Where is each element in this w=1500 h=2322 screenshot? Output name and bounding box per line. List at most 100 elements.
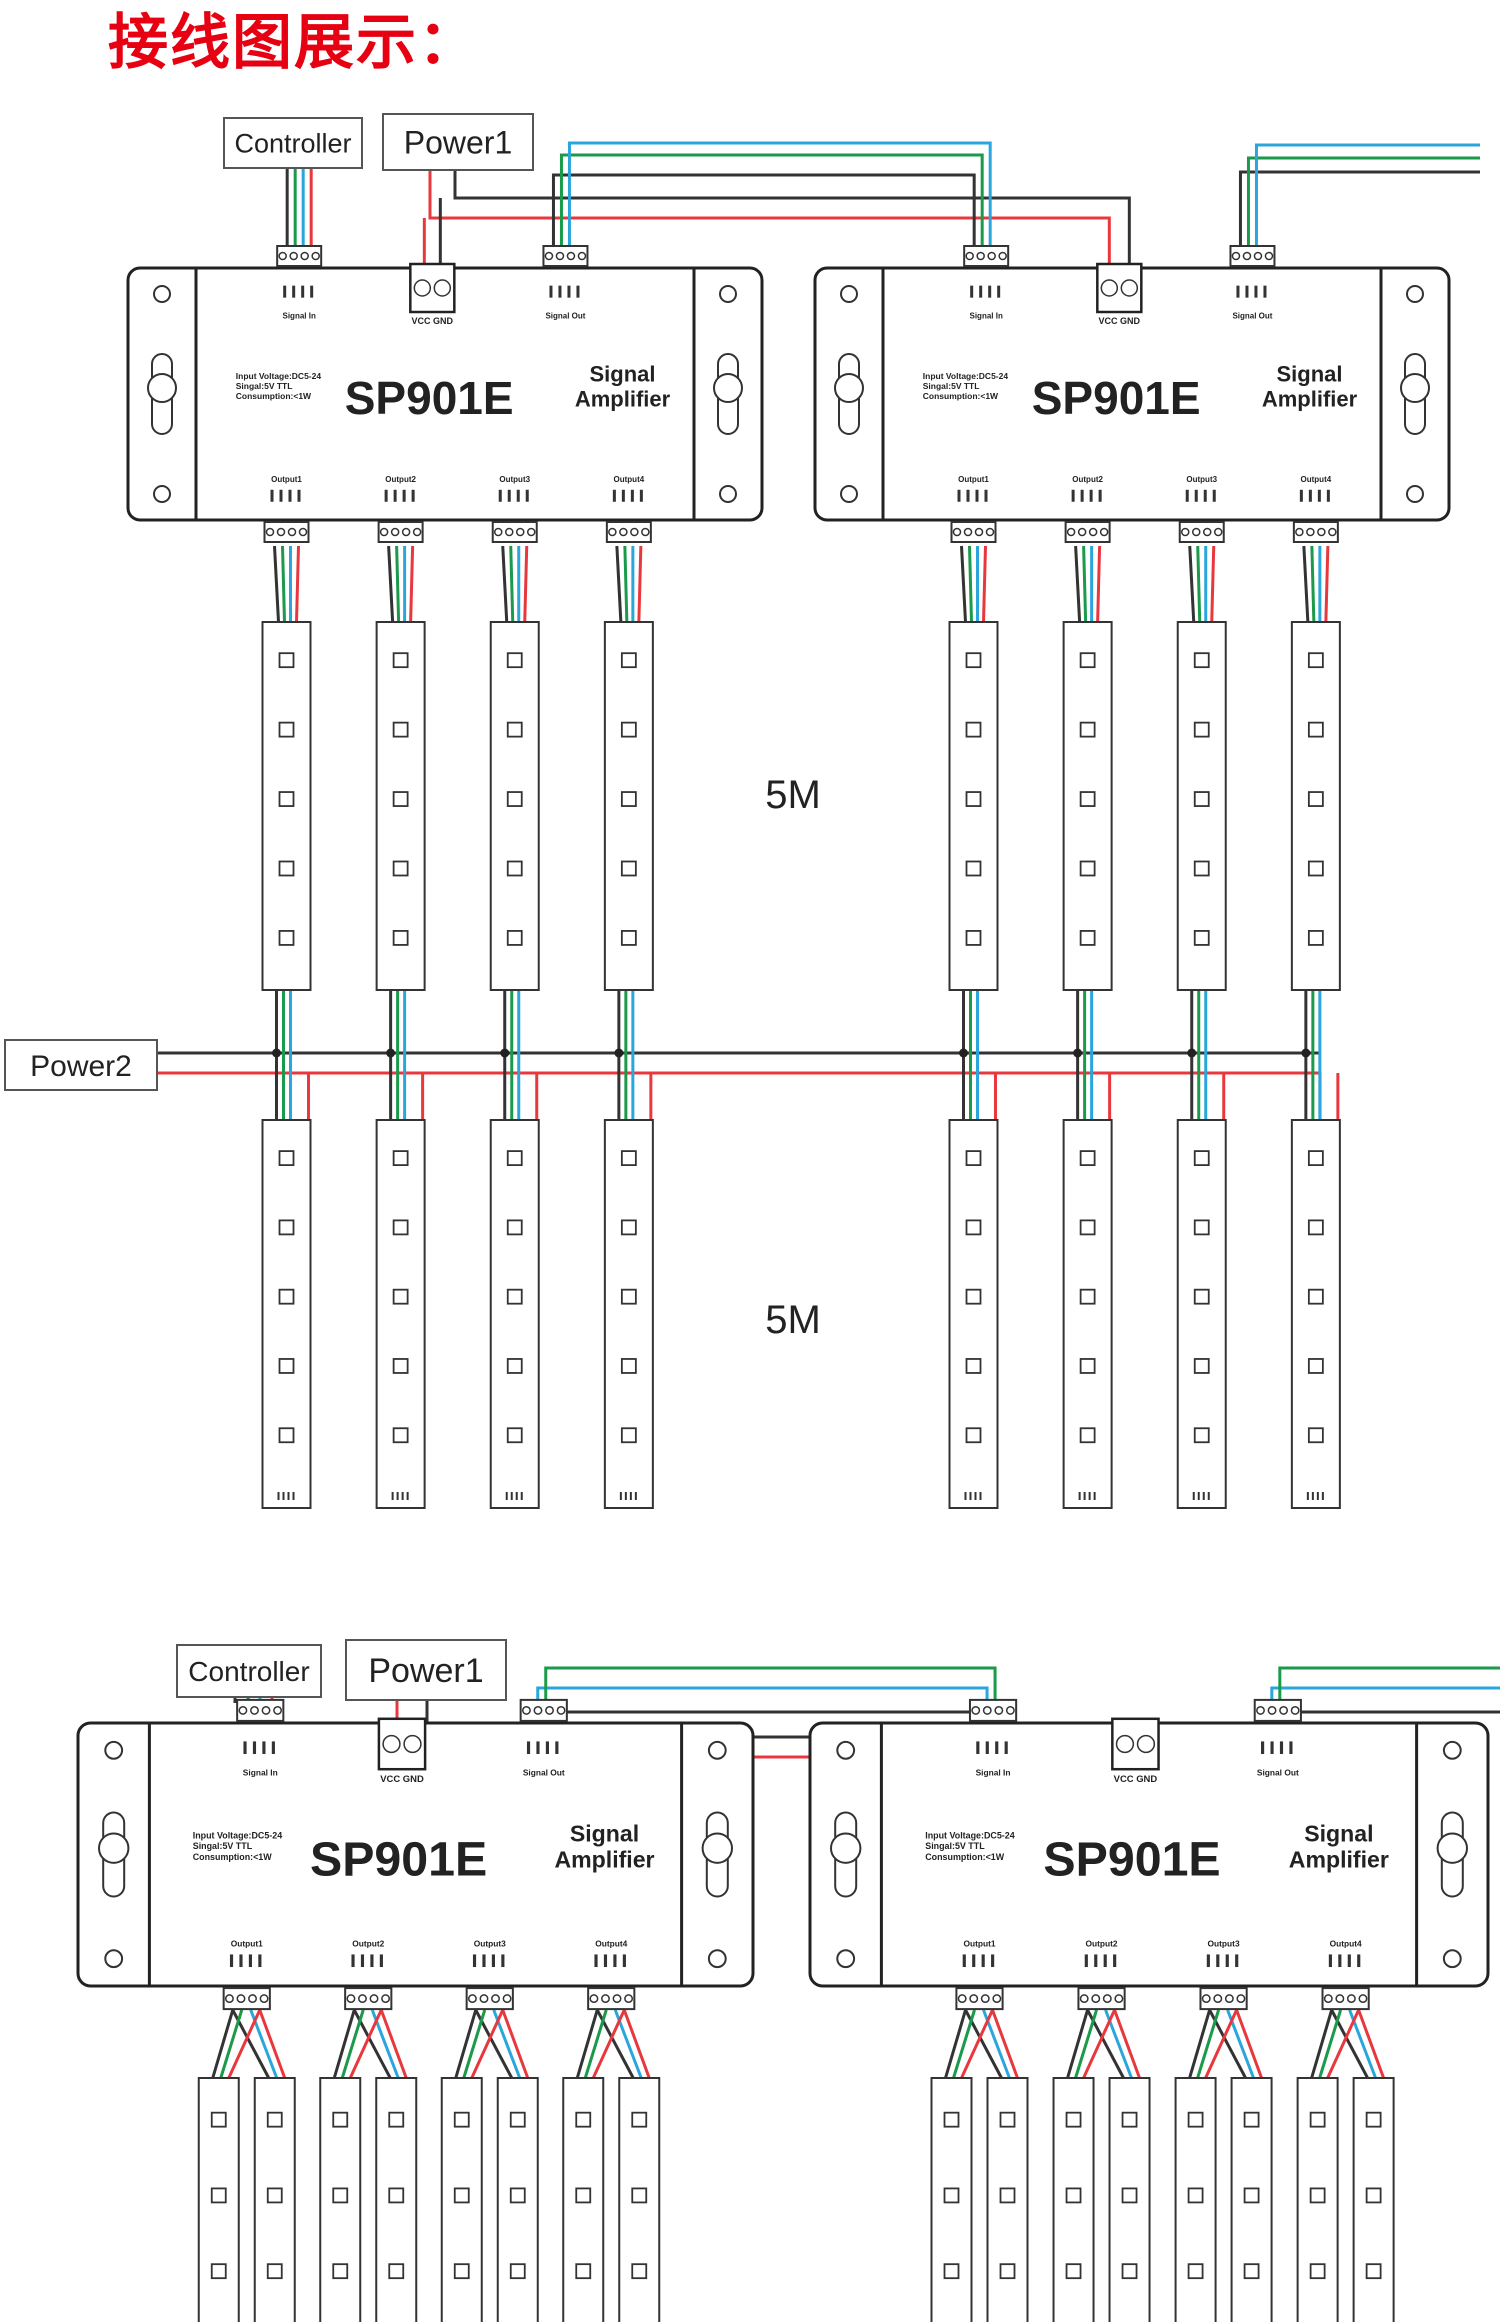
wire (1270, 1686, 1500, 1700)
output-label: Output4 (614, 475, 645, 484)
junction-dot (500, 1048, 510, 1058)
led-chip (278, 860, 295, 877)
terminal-screw (987, 251, 996, 261)
strip-pad (969, 1492, 972, 1500)
terminal-screw (992, 1994, 1002, 2004)
pin-marking (360, 1954, 365, 1968)
terminal-screw (276, 527, 286, 537)
led-strip-lower (1062, 1119, 1113, 1509)
pin-marking (622, 1954, 626, 1968)
terminal-screw (952, 527, 962, 537)
led-chip (453, 2111, 470, 2128)
led-chip (965, 1288, 982, 1305)
terminal-screw (1253, 251, 1263, 261)
keyhole-slot (830, 1832, 862, 1864)
strip-pad (282, 1492, 285, 1500)
wire (1113, 2009, 1141, 2079)
led-chip (392, 1150, 409, 1167)
terminal-screw (1213, 1994, 1223, 2004)
terminal-screw (971, 1705, 981, 1715)
terminal-screw (379, 527, 389, 537)
pin-marking (576, 285, 580, 298)
terminal-screw (1224, 1994, 1234, 2004)
terminal-screw (526, 527, 536, 537)
mounting-hole (1406, 485, 1424, 503)
power-terminal-screw (403, 1734, 422, 1754)
controller-label-box (223, 117, 363, 169)
terminal-screw (612, 1994, 622, 2004)
signal-amplifier-label: Signal (1277, 361, 1343, 386)
terminal-screw (224, 1994, 234, 2004)
wire (1302, 545, 1310, 623)
terminal-screw (287, 527, 297, 537)
led-chip (1307, 1427, 1324, 1444)
strip-pad (292, 1492, 295, 1500)
led-chip (965, 860, 982, 877)
pin-marking (1236, 285, 1240, 298)
terminal-screw (544, 251, 554, 261)
terminal-screw (976, 251, 985, 261)
output-label: Output2 (385, 475, 416, 484)
wire (1188, 545, 1196, 623)
led-strip-lower (489, 1119, 540, 1509)
pin-marking (229, 1954, 234, 1968)
pin-marking (558, 285, 562, 298)
wire (1310, 2009, 1334, 2079)
wire (623, 545, 629, 623)
wire (544, 1666, 997, 1700)
led-chip (278, 1358, 295, 1374)
led-chip (575, 2111, 592, 2128)
led-chip (266, 2187, 283, 2204)
terminal-screw (533, 1705, 543, 1715)
power-terminal-screw (1115, 1734, 1135, 1754)
pin-marking (370, 1954, 374, 1968)
pin-marking (966, 489, 970, 502)
led-chip (506, 652, 523, 669)
terminal-block (1292, 521, 1339, 543)
led-chip (1193, 860, 1210, 877)
wire (591, 2009, 626, 2079)
led-chip (1309, 2111, 1326, 2128)
led-chip (943, 2111, 960, 2128)
wire (387, 545, 395, 623)
pin-marking (271, 1741, 275, 1755)
led-chip (620, 721, 637, 738)
strip-pad (510, 1492, 513, 1500)
pin-marking (526, 1741, 531, 1755)
pin-marking (1103, 1954, 1107, 1968)
led-strip-split-right (375, 2077, 418, 2322)
mounting-hole (1442, 1949, 1462, 1969)
pin-marking (1270, 1741, 1274, 1755)
led-chip (506, 1150, 523, 1167)
led-chip (631, 2111, 648, 2128)
led-chip (392, 1219, 409, 1236)
terminal-screw (577, 251, 587, 261)
pin-marking (310, 285, 314, 298)
led-chip (392, 652, 409, 669)
pin-marking (270, 489, 274, 502)
terminal-screw (250, 1705, 259, 1715)
signal-amplifier-label: Amplifier (575, 387, 671, 412)
power-terminal-screw (413, 279, 432, 297)
led-chip (620, 1288, 637, 1305)
led-strip-upper (489, 621, 540, 991)
controller-label: Controller (234, 129, 351, 159)
led-strip-upper (1176, 621, 1227, 991)
led-chip (965, 791, 982, 807)
terminal-screw (1317, 527, 1326, 537)
terminal-screw (566, 251, 576, 261)
led-chip (620, 652, 637, 669)
wire (536, 1686, 989, 1700)
wire (295, 545, 300, 623)
pin-marking (962, 1954, 966, 1968)
terminal-screw (1114, 1994, 1124, 2004)
terminal-screw (261, 1705, 271, 1715)
wire (1278, 1666, 1500, 1700)
terminal-screw (1358, 1994, 1368, 2004)
output-label: Output3 (1208, 1939, 1240, 1949)
pin-marking (1263, 285, 1267, 298)
pin-marking (1308, 489, 1312, 502)
terminal-screw (1213, 527, 1223, 537)
led-chip (620, 791, 637, 807)
terminal-screw (998, 251, 1007, 261)
